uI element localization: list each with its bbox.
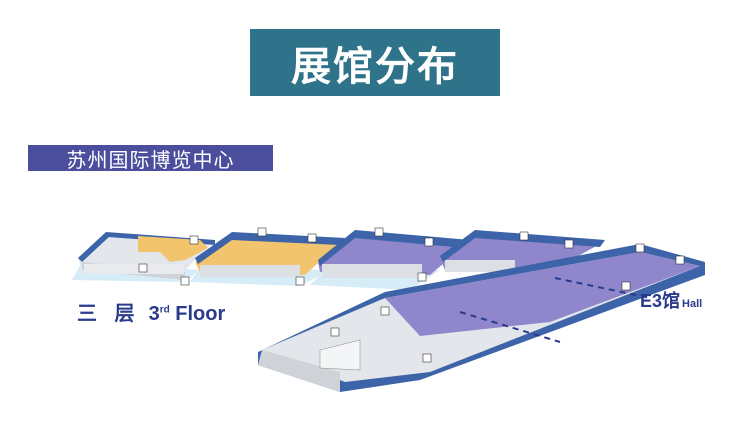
- hall-e3[interactable]: [258, 244, 705, 392]
- restroom-icon: [189, 235, 199, 245]
- floor-label: 三 层 3rd Floor: [77, 297, 225, 326]
- floor-label-cn: 三 层: [77, 303, 141, 325]
- facility-icons: [138, 227, 685, 363]
- page-title-banner: 展馆分布: [250, 29, 500, 96]
- escalator-icon: [180, 276, 190, 286]
- floor-label-en: Floor: [175, 303, 226, 325]
- escalator-icon: [417, 272, 427, 282]
- restroom-icon: [564, 239, 574, 249]
- restroom-icon: [330, 327, 340, 337]
- escalator-icon: [295, 276, 305, 286]
- escalator-icon: [380, 306, 390, 316]
- restroom-icon: [138, 263, 148, 273]
- page-title: 展馆分布: [291, 43, 459, 90]
- hall-label-en: Hall: [682, 298, 703, 310]
- restroom-icon: [635, 243, 645, 253]
- floor-label-suffix: rd: [159, 304, 170, 316]
- restroom-icon: [621, 281, 631, 291]
- hall-label-cn: E3馆: [640, 291, 681, 311]
- restroom-icon: [422, 353, 432, 363]
- venue-name-banner: 苏州国际博览中心: [28, 145, 273, 172]
- restroom-icon: [257, 227, 267, 237]
- hall-block-1[interactable]: [72, 232, 215, 282]
- floor-label-number: 3: [148, 303, 160, 325]
- hall-block-2[interactable]: [190, 232, 345, 286]
- restroom-icon: [675, 255, 685, 265]
- restroom-icon: [424, 237, 434, 247]
- restroom-icon: [519, 231, 529, 241]
- restroom-icon: [374, 227, 384, 237]
- venue-name: 苏州国际博览中心: [66, 147, 235, 172]
- restroom-icon: [307, 233, 317, 243]
